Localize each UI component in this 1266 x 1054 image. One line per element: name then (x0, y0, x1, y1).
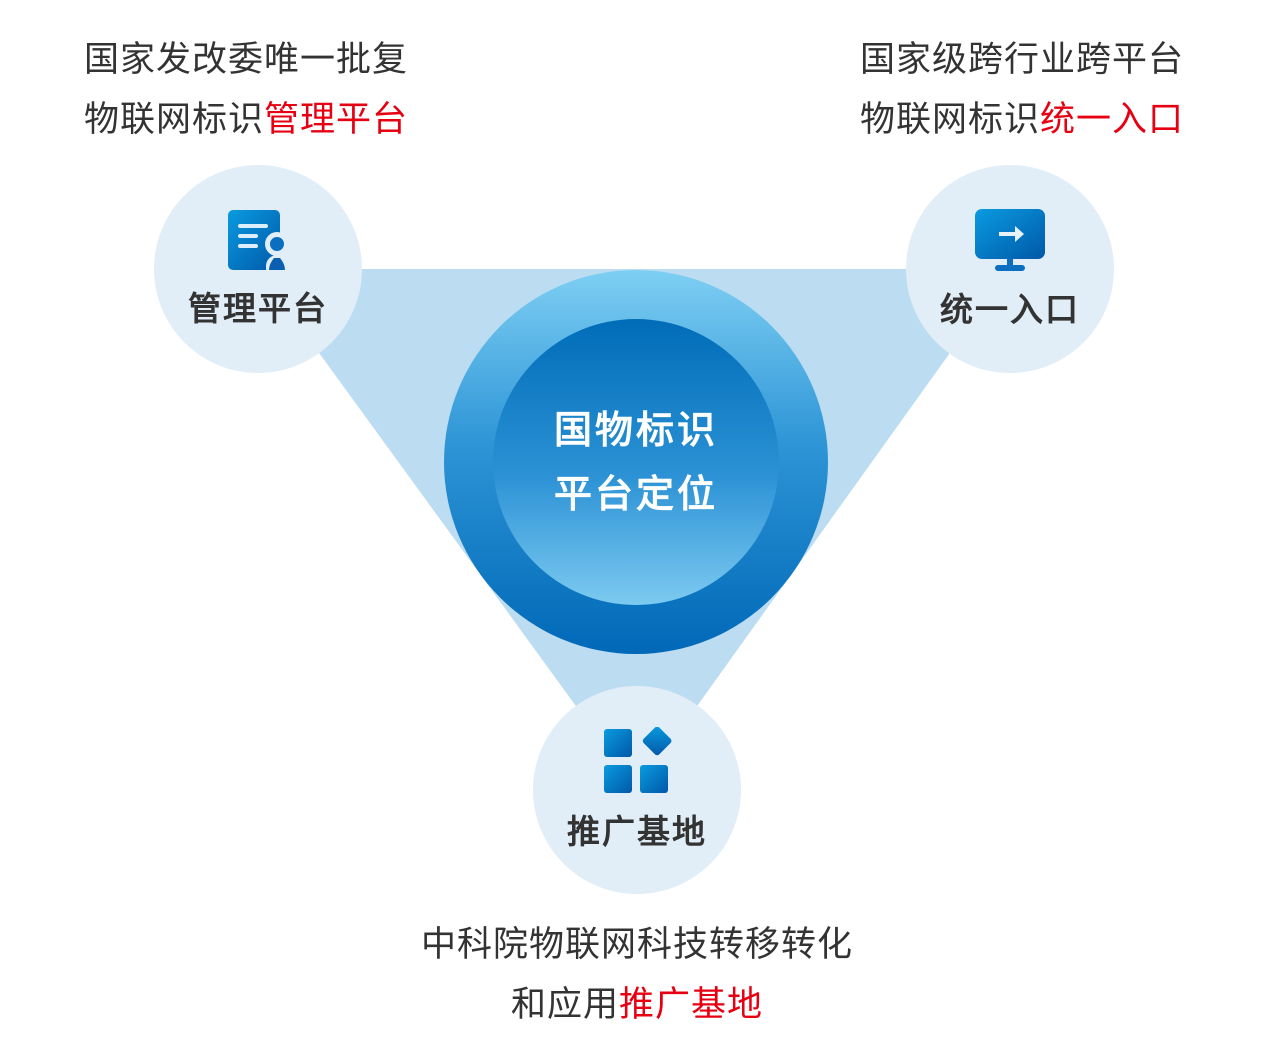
caption-top-left: 国家发改委唯一批复 物联网标识管理平台 (84, 30, 408, 150)
caption-text: 和应用 (510, 985, 619, 1025)
caption-bottom: 中科院物联网科技转移转化 和应用推广基地 (337, 915, 937, 1035)
caption-line: 国家级跨行业跨平台 (859, 40, 1184, 80)
node-management-platform: 管理平台 (154, 165, 362, 373)
monitor-arrow-icon (975, 209, 1045, 271)
caption-line: 中科院物联网科技转移转化 (420, 925, 853, 965)
center-title-line2: 平台定位 (553, 472, 718, 516)
node-label: 管理平台 (188, 289, 328, 328)
caption-text: 物联网标识 (859, 100, 1040, 140)
apps-grid-icon (604, 727, 672, 793)
node-promotion-base: 推广基地 (533, 686, 741, 894)
node-label: 推广基地 (567, 812, 707, 851)
caption-top-right: 国家级跨行业跨平台 物联网标识统一入口 (860, 30, 1184, 150)
caption-highlight: 推广基地 (619, 985, 764, 1025)
center-title-line1: 国物标识 (553, 408, 718, 452)
caption-highlight: 管理平台 (264, 100, 409, 140)
caption-highlight: 统一入口 (1039, 100, 1184, 140)
node-unified-entry: 统一入口 (906, 165, 1114, 373)
center-positioning-circle: 国物标识 平台定位 (444, 270, 828, 654)
node-label: 统一入口 (940, 290, 1080, 329)
document-user-icon (228, 210, 289, 272)
caption-text: 物联网标识 (84, 100, 265, 140)
caption-line: 国家发改委唯一批复 (84, 40, 409, 80)
center-inner-circle: 国物标识 平台定位 (493, 319, 779, 605)
